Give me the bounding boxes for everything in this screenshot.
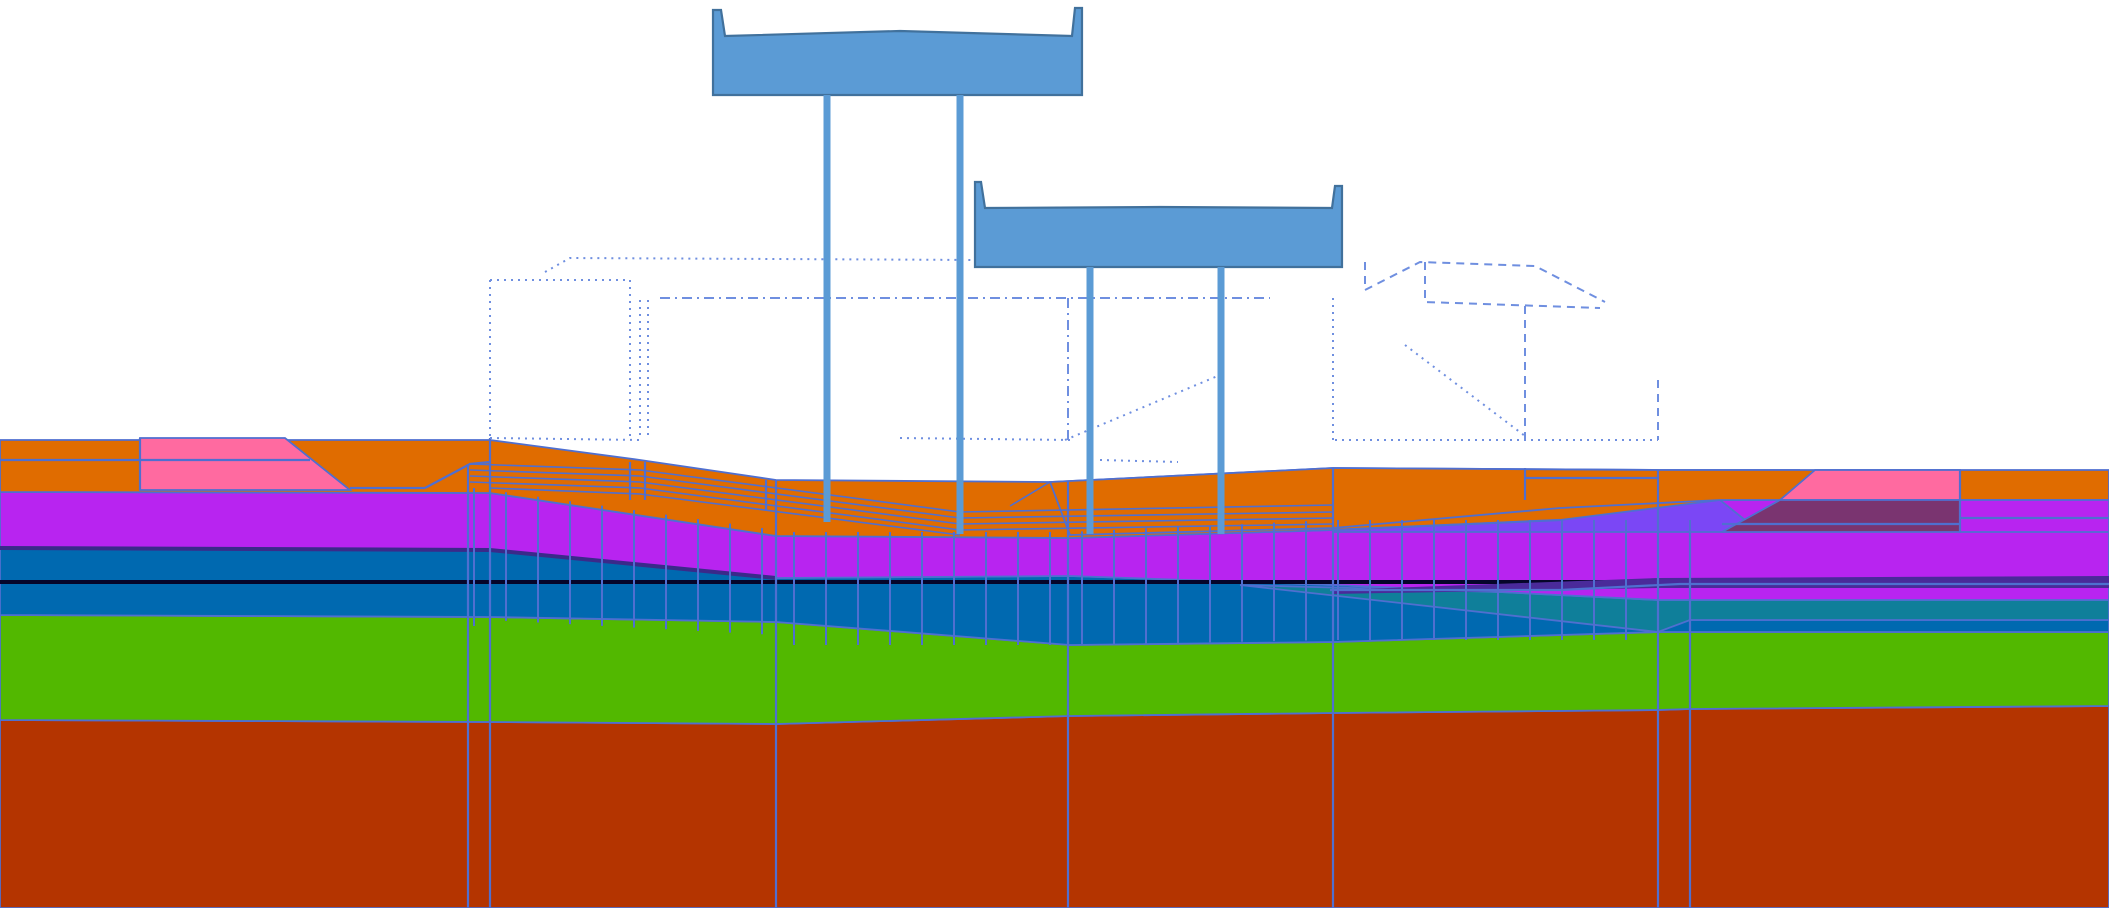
vertical-drains: [473, 488, 1691, 645]
bedrock-layer: [0, 705, 2109, 908]
construction-lines: [489, 256, 1659, 463]
layer-boundaries: [0, 438, 2109, 908]
bridge-structure: [711, 6, 1344, 534]
purple-strip-right: [1959, 499, 2109, 533]
soil-layers: [0, 437, 2109, 908]
bridge-deck-lower: [973, 180, 1344, 269]
bridge-deck-upper: [711, 6, 1084, 97]
